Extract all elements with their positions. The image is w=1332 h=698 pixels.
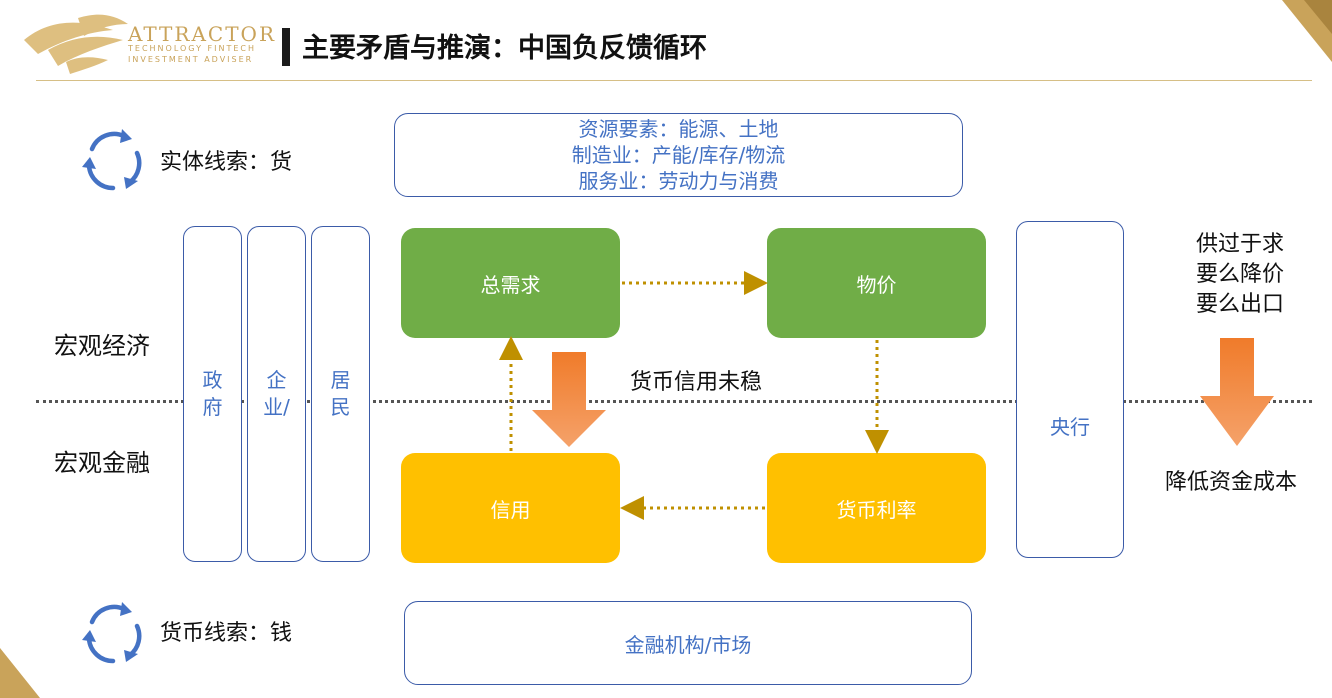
money-rates-label: 货币利率 [836,497,917,522]
central-bank-box: 央行 [1016,221,1124,558]
economy-finance-divider [36,400,1312,403]
cut-price-note: 要么降价 [1195,262,1284,287]
page-title: 主要矛盾与推演：中国负反馈循环 [302,33,707,64]
aggregate-demand-label: 总需求 [480,272,541,297]
logo-brand: ATTRACTOR [128,22,276,46]
title-accent-bar [282,28,290,66]
logo-subtitle: TECHNOLOGY FINTECH [128,44,257,53]
government-box: 政 府 [183,226,242,562]
money-clue-label: 货币线索：钱 [160,621,293,646]
services-line: 服务业：劳动力与消费 [578,169,779,193]
financial-institutions-label: 金融机构/市场 [624,632,752,657]
corner-decoration-bottom-left [0,648,40,698]
logo-subtitle-2: INVESTMENT ADVISER [128,55,254,64]
aggregate-demand-node: 总需求 [401,228,620,338]
right-down-arrow [1200,338,1274,446]
enterprise-box: 企 业/ [247,226,306,562]
manufacturing-line: 制造业：产能/库存/物流 [571,143,786,167]
credit-node: 信用 [401,453,620,563]
real-clue-label: 实体线索：货 [160,150,293,175]
cycle-icon [82,602,142,664]
credit-label: 信用 [490,497,531,522]
prices-node: 物价 [767,228,986,338]
financial-institutions-box: 金融机构/市场 [404,601,972,685]
resources-box: 资源要素：能源、土地 制造业：产能/库存/物流 服务业：劳动力与消费 [394,113,963,197]
money-rates-node: 货币利率 [767,453,986,563]
central-bank-label: 央行 [1050,415,1090,439]
residents-box: 居 民 [311,226,370,562]
prices-label: 物价 [856,272,897,297]
header-divider [36,80,1312,81]
enterprise-label: 企 业/ [263,368,290,419]
resources-line: 资源要素：能源、土地 [578,117,779,141]
oversupply-note: 供过于求 [1195,232,1284,257]
right-notes: 供过于求 要么降价 要么出口 [1180,230,1300,320]
macro-economy-label: 宏观经济 [54,332,150,360]
attractor-logo [24,14,128,74]
lower-funding-cost-note: 降低资金成本 [1165,470,1298,495]
center-note: 货币信用未稳 [630,370,763,395]
government-label: 政 府 [202,368,223,419]
corner-decoration-top-right [1282,0,1332,62]
residents-label: 居 民 [330,368,351,419]
macro-finance-label: 宏观金融 [54,449,150,477]
cycle-icon [82,129,142,191]
export-note: 要么出口 [1195,292,1284,317]
